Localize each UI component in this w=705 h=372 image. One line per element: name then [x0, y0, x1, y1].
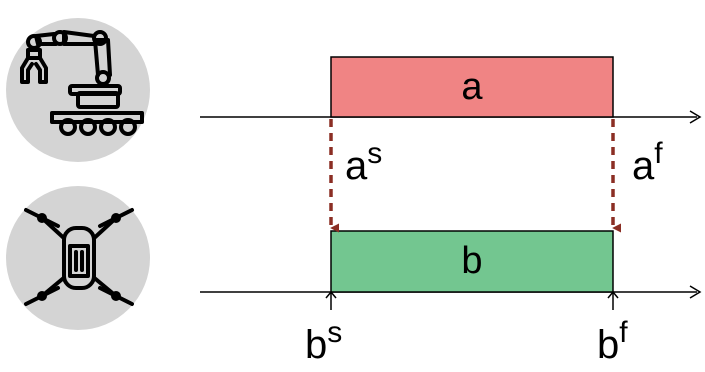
b-finish-tick-arrow — [607, 290, 619, 310]
task-a-box — [330, 56, 614, 118]
task-b-finish-label: bf — [597, 316, 628, 367]
task-a-label: a — [461, 66, 483, 108]
task-b-start-label: bs — [305, 316, 343, 367]
task-b-box — [330, 230, 614, 293]
quadcopter-drone-icon — [6, 186, 150, 330]
task-a-start-label: as — [345, 137, 383, 188]
robot-arm-vehicle-icon — [6, 18, 150, 162]
b-start-tick-arrow — [325, 290, 337, 310]
task-b-label: b — [461, 240, 483, 282]
task-a-finish-label: af — [632, 137, 663, 188]
